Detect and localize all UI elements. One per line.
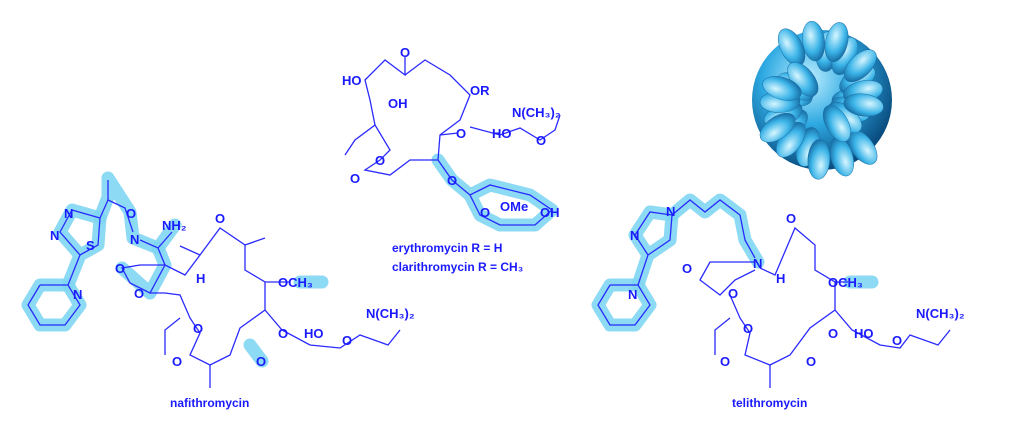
atom-n: N	[50, 228, 59, 243]
atom-n: N	[64, 206, 73, 221]
particle-rod	[843, 49, 877, 83]
atom-o: O	[350, 171, 360, 186]
atom-ho: HO	[854, 326, 874, 341]
atom-n: N	[73, 287, 82, 302]
compound-name: nafithromycin	[170, 396, 249, 410]
atom-o: O	[828, 326, 838, 341]
atom-n: N	[630, 228, 639, 243]
atom-n: N	[628, 287, 637, 302]
atom-o: O	[126, 206, 136, 221]
telithromycin-structure: N N N O O N H O OCH₃ O HO N(CH₃)₂ O O O …	[591, 193, 965, 410]
atom-n: N	[753, 256, 762, 271]
erythromycin-structure: O HO OH OR N(CH₃)₂ HO O O O O O OMe OH O…	[342, 45, 561, 274]
compound-name: telithromycin	[732, 396, 807, 410]
atom-nme2: N(CH₃)₂	[512, 105, 561, 120]
particle-rod	[802, 20, 826, 62]
atom-ho: HO	[304, 326, 324, 341]
atom-o: O	[682, 261, 692, 276]
atom-o: O	[256, 354, 266, 369]
compound-name: erythromycin R = H	[392, 241, 502, 255]
atom-o: O	[447, 173, 457, 188]
particle-rod	[843, 93, 884, 117]
atom-labels: O HO OH OR N(CH₃)₂ HO O O O O O OMe OH O	[342, 45, 561, 220]
atom-o: O	[215, 211, 225, 226]
nanoparticle-image	[752, 20, 892, 180]
atom-o: O	[536, 133, 546, 148]
atom-oh: OH	[540, 205, 560, 220]
bonds	[597, 199, 951, 388]
atom-o: O	[193, 321, 203, 336]
atom-o: O	[456, 126, 466, 141]
atom-o: O	[115, 261, 125, 276]
atom-och3: OCH₃	[278, 275, 313, 290]
atom-o: O	[728, 286, 738, 301]
atom-o: O	[786, 211, 796, 226]
atom-o: O	[400, 45, 410, 60]
atom-h: H	[196, 271, 205, 286]
compound-name: clarithromycin R = CH₃	[392, 260, 523, 274]
atom-o: O	[342, 333, 352, 348]
atom-or: OR	[470, 83, 490, 98]
atom-nme2: N(CH₃)₂	[366, 306, 415, 321]
bonds	[344, 57, 561, 226]
atom-s: S	[86, 238, 95, 253]
atom-labels: N N S O N NH₂ O O H O OCH₃ O HO N(CH₃)₂ …	[50, 206, 415, 369]
particle-rod	[824, 22, 849, 62]
atom-o: O	[278, 326, 288, 341]
atom-o: O	[892, 333, 902, 348]
atom-o: O	[720, 354, 730, 369]
atom-ho: HO	[492, 126, 512, 141]
atom-o: O	[806, 354, 816, 369]
particle-rod	[762, 76, 802, 101]
highlight-regions	[431, 153, 559, 232]
atom-och3: OCH₃	[828, 275, 863, 290]
atom-ome: OMe	[500, 199, 528, 214]
atom-o: O	[172, 354, 182, 369]
atom-nh2: NH₂	[162, 218, 187, 233]
atom-n: N	[666, 204, 675, 219]
atom-o: O	[375, 153, 385, 168]
particle-rod	[822, 104, 851, 142]
particle-rod	[759, 112, 796, 143]
atom-nme2: N(CH₃)₂	[916, 306, 965, 321]
nafithromycin-structure: N N S O N NH₂ O O H O OCH₃ O HO N(CH₃)₂ …	[21, 171, 415, 410]
atom-n: N	[130, 232, 139, 247]
bonds	[27, 180, 401, 388]
atom-h: H	[776, 271, 785, 286]
atom-oh: OH	[388, 96, 408, 111]
atom-ho: HO	[342, 73, 362, 88]
atom-labels: N N N O O N H O OCH₃ O HO N(CH₃)₂ O O O …	[628, 204, 965, 369]
atom-o: O	[743, 321, 753, 336]
particle-rod	[807, 139, 831, 180]
atom-o: O	[134, 286, 144, 301]
atom-o: O	[480, 205, 490, 220]
